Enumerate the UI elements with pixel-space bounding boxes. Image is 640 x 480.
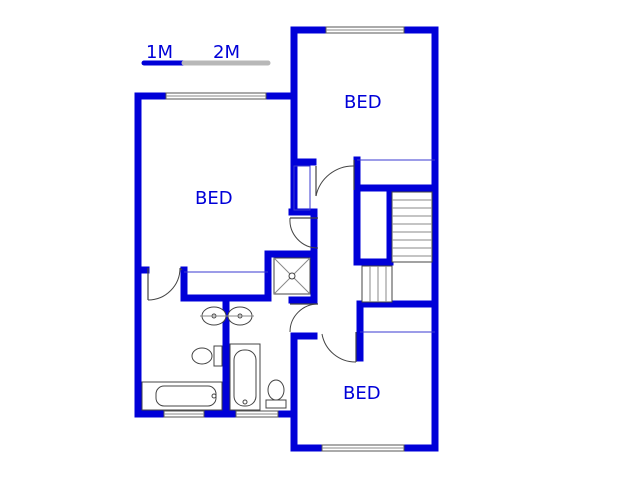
scale-label-1m: 1M [146, 42, 173, 63]
door-bottom-right-bed [289, 303, 357, 363]
wall-bottom-right-bed [290, 300, 439, 452]
door-left-bed-bath [147, 267, 183, 301]
window-bottom-right [321, 444, 405, 452]
doors [147, 160, 357, 363]
room-label-bed-top-right: BED [344, 92, 382, 113]
windows [163, 26, 405, 452]
scale-bar: 1M 2M [141, 42, 271, 66]
window-bath-left [163, 410, 205, 418]
window-top-right [325, 26, 405, 34]
shower [273, 257, 311, 295]
room-label-bed-left: BED [195, 188, 233, 209]
wall-cupboard [180, 250, 272, 302]
basin-right [226, 306, 254, 326]
baths [141, 343, 261, 411]
room-labels: BED BED BED [195, 92, 382, 404]
bath-right [229, 343, 261, 411]
wall-left-wing [134, 92, 170, 418]
scale-label-2m: 2M [213, 42, 240, 63]
basins [200, 306, 254, 326]
room-label-bed-bottom-right: BED [343, 383, 381, 404]
cupboard-top-right [293, 165, 311, 211]
toilet-left [191, 345, 223, 367]
toilet-right [265, 379, 287, 409]
bath-left [141, 381, 223, 411]
wall-top-right-bed-lower [290, 92, 317, 166]
window-left-bed [165, 92, 267, 100]
window-bath-right [235, 410, 279, 418]
door-left-bed [289, 217, 319, 249]
wall-stair-core [353, 184, 394, 266]
stairs [361, 191, 433, 303]
thin-lines [184, 159, 435, 333]
walls [134, 26, 439, 452]
toilets [191, 345, 287, 409]
door-top-right-bed [315, 160, 355, 197]
